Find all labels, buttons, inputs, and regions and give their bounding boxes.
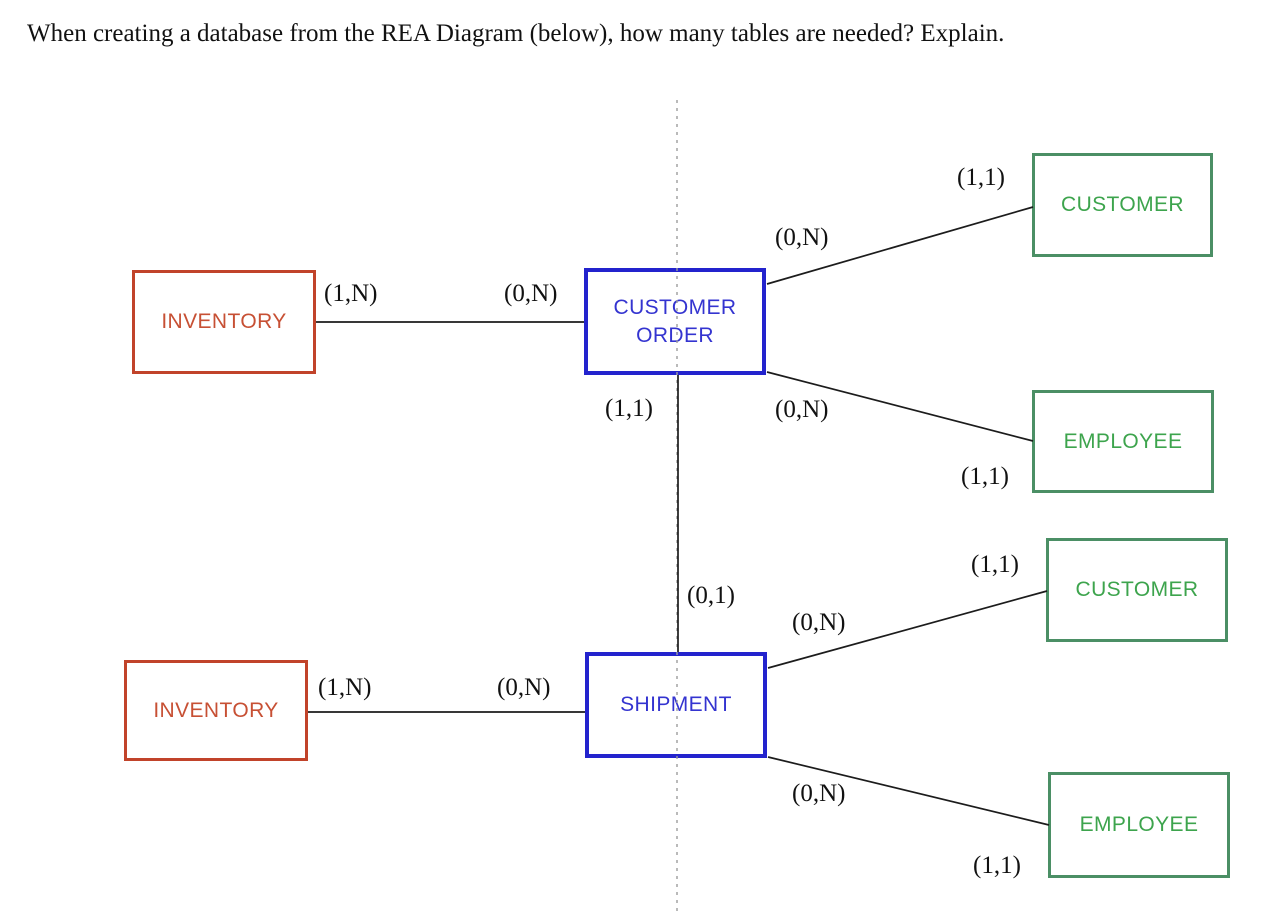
entity-box-inventory-bottom: INVENTORY bbox=[124, 660, 308, 761]
cardinality-order-employee-event-side: (0,N) bbox=[775, 396, 829, 423]
entity-label-customer-order: CUSTOMER ORDER bbox=[613, 296, 737, 347]
question-text: When creating a database from the REA Di… bbox=[27, 20, 1005, 47]
cardinality-shipment-customer-agent-side: (1,1) bbox=[971, 551, 1019, 578]
entity-box-employee-top: EMPLOYEE bbox=[1032, 390, 1214, 493]
cardinality-shipment-employee-agent-side: (1,1) bbox=[973, 852, 1021, 879]
cardinality-shipment-inventory-event-side: (0,N) bbox=[497, 674, 551, 701]
entity-label-inventory-bottom: INVENTORY bbox=[153, 698, 279, 722]
cardinality-order-shipment-shipment-side: (0,1) bbox=[687, 582, 735, 609]
cardinality-shipment-inventory-resource-side: (1,N) bbox=[318, 674, 372, 701]
entity-label-employee-bottom: EMPLOYEE bbox=[1079, 813, 1199, 837]
cardinality-shipment-customer-event-side: (0,N) bbox=[792, 609, 846, 636]
entity-box-customer-bottom: CUSTOMER bbox=[1046, 538, 1228, 642]
entity-box-customer-order: CUSTOMER ORDER bbox=[584, 268, 766, 375]
entity-box-shipment: SHIPMENT bbox=[585, 652, 767, 758]
cardinality-order-employee-agent-side: (1,1) bbox=[961, 463, 1009, 490]
cardinality-order-inventory-event-side: (0,N) bbox=[504, 280, 558, 307]
entity-box-employee-bottom: EMPLOYEE bbox=[1048, 772, 1230, 878]
entity-box-customer-top: CUSTOMER bbox=[1032, 153, 1213, 257]
entity-label-employee-top: EMPLOYEE bbox=[1063, 429, 1183, 453]
cardinality-order-customer-agent-side: (1,1) bbox=[957, 164, 1005, 191]
entity-label-customer-bottom: CUSTOMER bbox=[1075, 578, 1199, 602]
entity-box-inventory-top: INVENTORY bbox=[132, 270, 316, 374]
cardinality-order-inventory-resource-side: (1,N) bbox=[324, 280, 378, 307]
entity-label-inventory-top: INVENTORY bbox=[161, 310, 287, 334]
cardinality-order-customer-event-side: (0,N) bbox=[775, 224, 829, 251]
cardinality-shipment-employee-event-side: (0,N) bbox=[792, 780, 846, 807]
entity-label-customer-top: CUSTOMER bbox=[1061, 193, 1184, 217]
cardinality-order-shipment-order-side: (1,1) bbox=[605, 395, 653, 422]
entity-label-shipment: SHIPMENT bbox=[620, 693, 732, 717]
